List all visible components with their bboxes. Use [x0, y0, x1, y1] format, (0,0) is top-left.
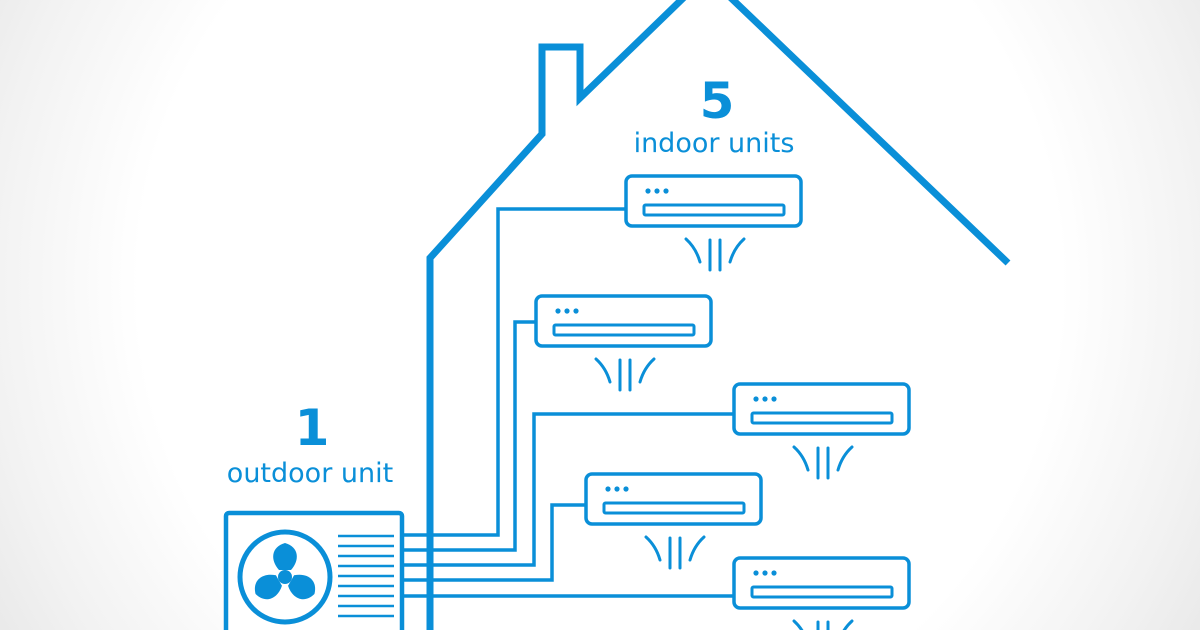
outdoor-ac-unit-icon [223, 510, 405, 630]
outdoor-count-label: 1 [295, 399, 330, 457]
pipe-to-indoor-unit-2 [403, 320, 536, 552]
outdoor-unit-grille [338, 534, 394, 618]
outdoor-unit-body [223, 510, 405, 630]
wall-mounted-ac-icon [534, 174, 911, 630]
pipe-to-indoor-unit-4 [403, 503, 586, 582]
indoor-unit-2 [534, 294, 713, 392]
indoor-units-label: indoor units [634, 128, 795, 159]
fan-icon [237, 529, 333, 625]
house-outline [426, 0, 1011, 630]
indoor-unit-3 [732, 382, 911, 480]
pipe-to-indoor-unit-1 [403, 207, 625, 537]
pipe-to-indoor-unit-3 [403, 412, 733, 567]
refrigerant-pipes [403, 207, 733, 598]
indoor-unit-5 [732, 556, 911, 630]
indoor-unit-4 [584, 472, 763, 570]
indoor-unit-1 [624, 174, 803, 272]
outdoor-unit-label: outdoor unit [227, 458, 393, 489]
indoor-count-label: 5 [700, 72, 735, 130]
